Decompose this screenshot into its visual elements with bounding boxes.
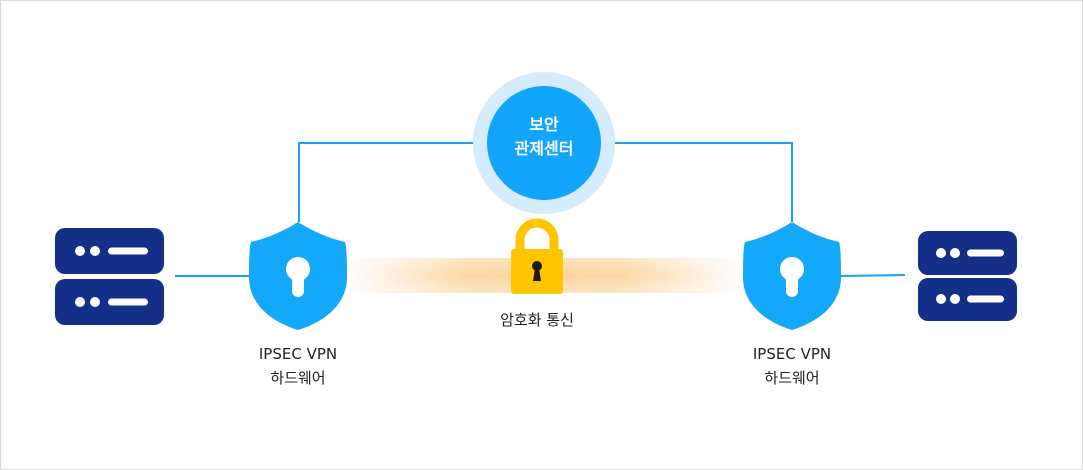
connection-lines: [175, 142, 906, 277]
encrypted-channel-label: 암호화 통신: [500, 311, 574, 329]
security-center-node: [473, 72, 615, 214]
right-gateway-label: IPSEC VPN 하드웨어: [722, 342, 862, 390]
left-gateway-line2: 하드웨어: [270, 369, 326, 387]
left-gateway-label: IPSEC VPN 하드웨어: [228, 342, 368, 390]
left-gateway-line1: IPSEC VPN: [258, 345, 338, 363]
security-center-line1: 보안: [529, 115, 559, 134]
line-left-gateway-to-center: [298, 142, 480, 222]
right-gateway-line2: 하드웨어: [764, 369, 820, 387]
security-center-circle: [487, 86, 601, 200]
padlock-icon: [511, 218, 563, 294]
line-right-gateway-to-server: [839, 274, 906, 277]
right-shield-icon: [743, 222, 841, 330]
security-center-line2: 관제센터: [514, 139, 574, 158]
left-shield-icon: [249, 222, 347, 330]
right-gateway-line1: IPSEC VPN: [752, 345, 832, 363]
line-center-to-right-gateway: [607, 142, 793, 222]
right-server-icon: [918, 231, 1017, 321]
left-server-icon: [55, 228, 164, 325]
security-center-label: 보안 관제센터: [484, 113, 604, 161]
